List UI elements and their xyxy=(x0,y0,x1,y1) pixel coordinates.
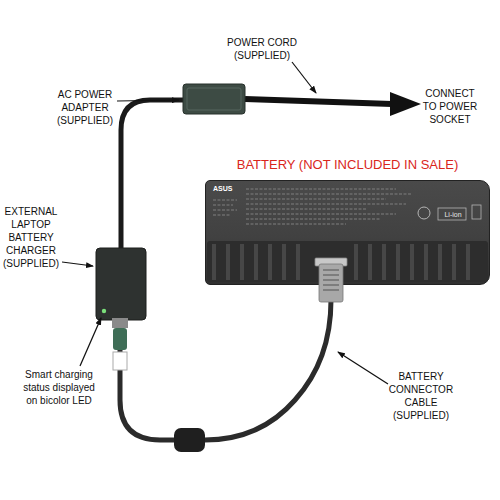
leader-arrow xyxy=(292,62,316,93)
leader-arrow xyxy=(62,262,93,266)
battery-ribs xyxy=(214,244,468,280)
callout-label: EXTERNAL LAPTOP BATTERY CHARGER (SUPPLIE… xyxy=(2,205,60,270)
battery-heading: BATTERY (NOT INCLUDED IN SALE) xyxy=(205,156,490,173)
leader-arrow xyxy=(338,352,388,384)
callout-label: CONNECT TO POWER SOCKET xyxy=(420,87,480,126)
label-fine-print xyxy=(213,189,411,224)
callout-label: AC POWER ADAPTER (SUPPLIED) xyxy=(55,88,115,127)
leader-arrow xyxy=(80,318,101,366)
status-led xyxy=(102,309,106,313)
battery-plug xyxy=(319,264,343,302)
connector-cable xyxy=(120,300,331,440)
leader-arrow xyxy=(117,100,179,101)
adapter-edge xyxy=(187,88,241,110)
plug-grip xyxy=(323,270,339,290)
chemistry-box xyxy=(438,208,466,220)
callout-label: Smart charging status displayed on bicol… xyxy=(20,368,98,407)
strain-relief xyxy=(113,328,127,350)
ferrite-core xyxy=(174,428,205,452)
chemistry-mark: Li-ion xyxy=(440,210,466,219)
rib-band xyxy=(207,241,488,282)
charger-box xyxy=(96,248,146,320)
dc-cable xyxy=(121,100,183,249)
charger-plug xyxy=(112,318,128,328)
recycle-icon xyxy=(418,207,430,219)
battery-pack: BATTERY (NOT INCLUDED IN SALE) ASUS Li-ion xyxy=(205,156,490,286)
cable-tag xyxy=(113,352,127,370)
battery-body xyxy=(205,180,490,285)
power-cord xyxy=(245,99,392,104)
callout-label: POWER CORD (SUPPLIED) xyxy=(226,36,298,62)
cord-arrow-head xyxy=(390,92,421,116)
brand-mark: ASUS xyxy=(213,184,253,193)
plug-collar xyxy=(315,258,347,266)
callout-label: BATTERY CONNECTOR CABLE (SUPPLIED) xyxy=(388,370,454,422)
bin-icon xyxy=(472,205,481,219)
ac-adapter xyxy=(183,84,245,114)
